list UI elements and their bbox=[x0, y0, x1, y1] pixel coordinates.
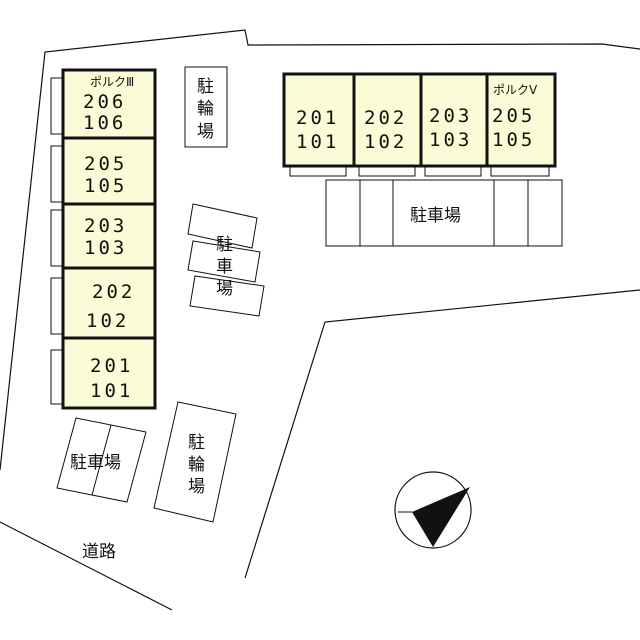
svg-text:輪: 輪 bbox=[188, 455, 205, 475]
unit-205-105[interactable] bbox=[485, 72, 557, 168]
unit-number: 205 bbox=[492, 105, 535, 127]
parking-center: 駐 車 場 bbox=[187, 203, 265, 317]
unit-number: 201 bbox=[90, 355, 133, 377]
site-boundary-right bbox=[244, 289, 640, 579]
unit-number: 105 bbox=[84, 175, 127, 197]
unit-203-103[interactable] bbox=[419, 72, 489, 168]
unit-201-101[interactable] bbox=[282, 72, 356, 168]
unit-number: 106 bbox=[83, 112, 126, 134]
road-edge bbox=[0, 521, 173, 611]
unit-206-106[interactable] bbox=[61, 68, 157, 140]
building-right: ポルクⅤ 201 101 202 102 203 103 205 105 bbox=[282, 72, 557, 177]
building-left-name: ポルクⅢ bbox=[90, 75, 134, 89]
unit-number: 101 bbox=[90, 380, 133, 402]
unit-number: 205 bbox=[84, 153, 127, 175]
unit-number: 102 bbox=[86, 310, 129, 332]
unit-number: 203 bbox=[84, 215, 127, 237]
svg-text:駐: 駐 bbox=[197, 77, 214, 97]
building-right-name: ポルクⅤ bbox=[493, 83, 538, 97]
svg-text:輪: 輪 bbox=[197, 99, 214, 119]
unit-number: 202 bbox=[92, 281, 135, 303]
unit-number: 101 bbox=[296, 131, 339, 153]
svg-text:場: 場 bbox=[188, 477, 205, 497]
unit-203-103[interactable] bbox=[61, 202, 157, 270]
unit-number: 102 bbox=[364, 131, 407, 153]
bicycle-parking-bottom: 駐 輪 場 bbox=[153, 401, 237, 523]
unit-number: 206 bbox=[83, 91, 126, 113]
unit-number: 103 bbox=[429, 129, 472, 151]
svg-text:駐: 駐 bbox=[216, 235, 233, 255]
site-boundary bbox=[0, 29, 640, 471]
north-arrow-icon bbox=[394, 471, 472, 549]
svg-text:駐車場: 駐車場 bbox=[70, 453, 121, 473]
unit-number: 201 bbox=[296, 107, 339, 129]
unit-number: 202 bbox=[364, 107, 407, 129]
unit-number: 203 bbox=[429, 105, 472, 127]
parking-right: 駐車場 bbox=[325, 179, 563, 247]
unit-201-101[interactable] bbox=[61, 336, 157, 410]
svg-text:駐車場: 駐車場 bbox=[410, 206, 461, 226]
unit-205-105[interactable] bbox=[61, 136, 157, 206]
building-left: ポルクⅢ 206 106 205 105 203 103 202 102 201… bbox=[50, 68, 157, 410]
svg-text:車: 車 bbox=[216, 257, 233, 277]
unit-number: 105 bbox=[492, 129, 535, 151]
parking-bottom-left: 駐車場 bbox=[56, 417, 147, 503]
unit-number: 103 bbox=[84, 237, 127, 259]
svg-text:駐: 駐 bbox=[188, 433, 205, 453]
svg-text:場: 場 bbox=[216, 279, 233, 299]
bicycle-parking-top: 駐 輪 場 bbox=[184, 66, 228, 148]
unit-202-102[interactable] bbox=[61, 266, 157, 340]
svg-text:場: 場 bbox=[197, 122, 214, 142]
road-label: 道路 bbox=[82, 542, 116, 562]
